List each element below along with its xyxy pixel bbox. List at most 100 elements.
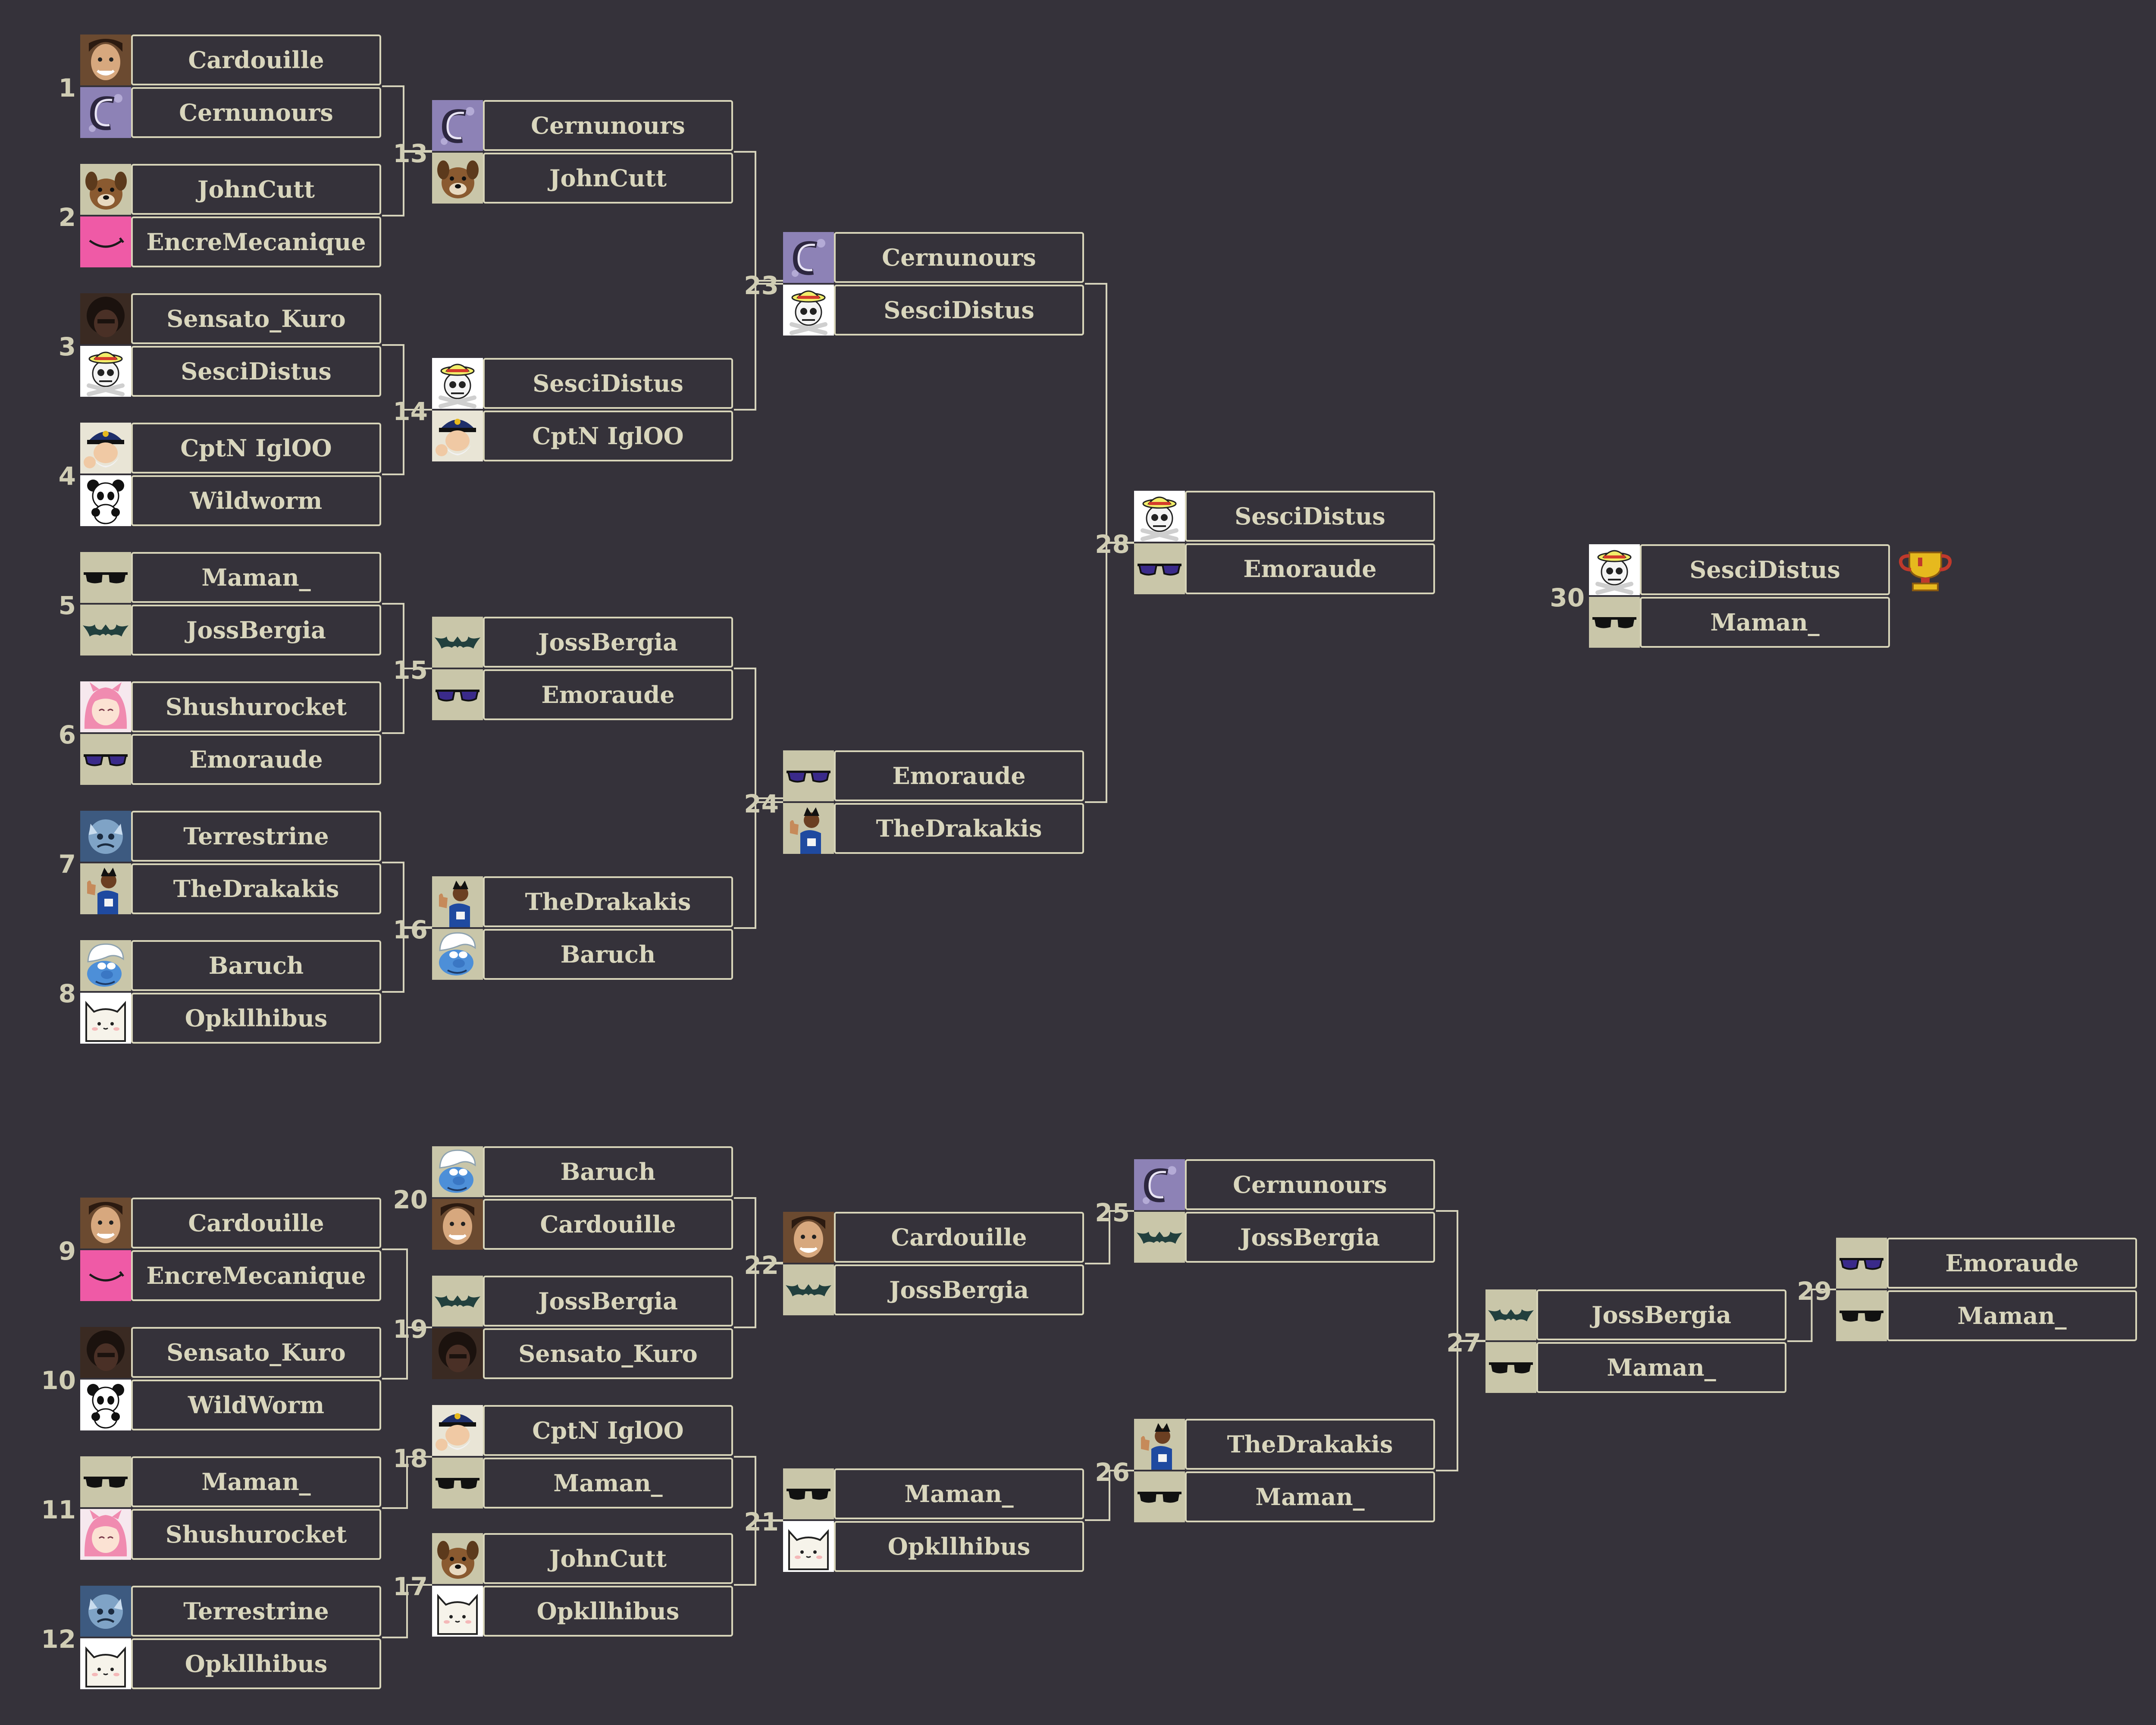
player-slot[interactable]: Baruch [432, 1146, 734, 1197]
player-name[interactable]: Cernunours [834, 232, 1084, 283]
player-slot[interactable]: JossBergia [432, 617, 734, 668]
player-slot[interactable]: Cernunours [80, 87, 382, 138]
player-name[interactable]: CptN IglOO [483, 1405, 733, 1456]
player-name[interactable]: CptN IglOO [483, 411, 733, 461]
player-slot[interactable]: Maman_ [1485, 1342, 1787, 1393]
player-name[interactable]: Emoraude [1185, 543, 1435, 594]
player-name[interactable]: TheDrakakis [1185, 1419, 1435, 1470]
player-name[interactable]: Baruch [483, 929, 733, 980]
player-name[interactable]: JohnCutt [131, 164, 381, 215]
player-name[interactable]: SesciDistus [834, 285, 1084, 336]
player-slot[interactable]: JohnCutt [432, 1533, 734, 1584]
player-name[interactable]: Cardouille [834, 1212, 1084, 1263]
player-slot[interactable]: Opkllhibus [783, 1521, 1085, 1572]
player-name[interactable]: JossBergia [834, 1264, 1084, 1315]
player-name[interactable]: EncreMecanique [131, 216, 381, 267]
player-slot[interactable]: Maman_ [1589, 597, 1891, 648]
player-slot[interactable]: JossBergia [1134, 1212, 1436, 1263]
player-slot[interactable]: Emoraude [783, 750, 1085, 801]
player-name[interactable]: Maman_ [1640, 597, 1890, 648]
player-slot[interactable]: Maman_ [80, 552, 382, 603]
player-slot[interactable]: JossBergia [80, 605, 382, 656]
player-name[interactable]: Sensato_Kuro [483, 1328, 733, 1379]
player-name[interactable]: Opkllhibus [131, 993, 381, 1044]
player-name[interactable]: SesciDistus [1185, 491, 1435, 542]
player-slot[interactable]: TheDrakakis [80, 863, 382, 914]
player-slot[interactable]: Emoraude [432, 669, 734, 720]
player-name[interactable]: JossBergia [1536, 1289, 1786, 1340]
player-slot[interactable]: TheDrakakis [783, 803, 1085, 854]
player-name[interactable]: JossBergia [483, 1276, 733, 1327]
player-slot[interactable]: JohnCutt [432, 153, 734, 204]
player-slot[interactable]: Sensato_Kuro [80, 1327, 382, 1378]
player-slot[interactable]: CptN IglOO [432, 1405, 734, 1456]
player-slot[interactable]: SesciDistus [80, 346, 382, 397]
player-slot[interactable]: Maman_ [80, 1456, 382, 1507]
player-name[interactable]: Cardouille [131, 1198, 381, 1248]
player-name[interactable]: Baruch [131, 940, 381, 991]
player-name[interactable]: Emoraude [131, 734, 381, 785]
player-name[interactable]: Wildworm [131, 475, 381, 526]
player-slot[interactable]: EncreMecanique [80, 216, 382, 267]
player-slot[interactable]: Emoraude [80, 734, 382, 785]
player-name[interactable]: Cernunours [483, 100, 733, 151]
player-slot[interactable]: JossBergia [783, 1264, 1085, 1315]
player-slot[interactable]: Cernunours [783, 232, 1085, 283]
player-name[interactable]: Terrestrine [131, 811, 381, 862]
player-name[interactable]: Maman_ [834, 1468, 1084, 1519]
player-slot[interactable]: JossBergia [1485, 1289, 1787, 1340]
player-name[interactable]: Maman_ [483, 1458, 733, 1509]
player-name[interactable]: TheDrakakis [131, 863, 381, 914]
player-slot[interactable]: Cardouille [783, 1212, 1085, 1263]
player-name[interactable]: TheDrakakis [834, 803, 1084, 854]
player-slot[interactable]: Sensato_Kuro [432, 1328, 734, 1379]
player-slot[interactable]: Maman_ [1836, 1290, 2138, 1341]
player-slot[interactable]: Opkllhibus [80, 1638, 382, 1689]
player-slot[interactable]: JossBergia [432, 1276, 734, 1327]
player-slot[interactable]: Baruch [432, 929, 734, 980]
player-name[interactable]: TheDrakakis [483, 876, 733, 927]
player-name[interactable]: Opkllhibus [483, 1586, 733, 1637]
player-name[interactable]: JohnCutt [483, 1533, 733, 1584]
player-name[interactable]: Cernunours [131, 87, 381, 138]
player-name[interactable]: Emoraude [483, 669, 733, 720]
player-slot[interactable]: Cernunours [432, 100, 734, 151]
player-slot[interactable]: Cardouille [432, 1199, 734, 1250]
player-slot[interactable]: JohnCutt [80, 164, 382, 215]
player-name[interactable]: CptN IglOO [131, 423, 381, 474]
player-name[interactable]: Maman_ [1887, 1290, 2137, 1341]
player-name[interactable]: Opkllhibus [834, 1521, 1084, 1572]
player-name[interactable]: Emoraude [1887, 1238, 2137, 1289]
player-slot[interactable]: Emoraude [1836, 1238, 2138, 1289]
player-slot[interactable]: Terrestrine [80, 811, 382, 862]
player-slot[interactable]: SesciDistus [1134, 491, 1436, 542]
player-name[interactable]: Maman_ [131, 1456, 381, 1507]
player-slot[interactable]: Maman_ [432, 1458, 734, 1509]
player-name[interactable]: Maman_ [131, 552, 381, 603]
player-slot[interactable]: Shushurocket [80, 1509, 382, 1560]
player-slot[interactable]: Cardouille [80, 1198, 382, 1248]
player-slot[interactable]: Terrestrine [80, 1586, 382, 1637]
player-slot[interactable]: Shushurocket [80, 681, 382, 732]
player-slot[interactable]: Emoraude [1134, 543, 1436, 594]
player-slot[interactable]: Maman_ [1134, 1471, 1436, 1522]
player-name[interactable]: JossBergia [483, 617, 733, 668]
player-slot[interactable]: SesciDistus [432, 358, 734, 409]
player-name[interactable]: Maman_ [1536, 1342, 1786, 1393]
player-slot[interactable]: Sensato_Kuro [80, 293, 382, 344]
player-slot[interactable]: SesciDistus [1589, 544, 1891, 595]
player-name[interactable]: Cardouille [131, 34, 381, 85]
player-slot[interactable]: EncreMecanique [80, 1250, 382, 1301]
player-slot[interactable]: Cardouille [80, 34, 382, 85]
player-name[interactable]: Cardouille [483, 1199, 733, 1250]
player-slot[interactable]: Maman_ [783, 1468, 1085, 1519]
player-name[interactable]: JossBergia [1185, 1212, 1435, 1263]
player-slot[interactable]: Opkllhibus [80, 993, 382, 1044]
player-slot[interactable]: SesciDistus [783, 285, 1085, 336]
player-name[interactable]: JohnCutt [483, 153, 733, 204]
player-slot[interactable]: Opkllhibus [432, 1586, 734, 1637]
player-name[interactable]: EncreMecanique [131, 1250, 381, 1301]
player-name[interactable]: WildWorm [131, 1380, 381, 1430]
player-name[interactable]: Terrestrine [131, 1586, 381, 1637]
player-slot[interactable]: Baruch [80, 940, 382, 991]
